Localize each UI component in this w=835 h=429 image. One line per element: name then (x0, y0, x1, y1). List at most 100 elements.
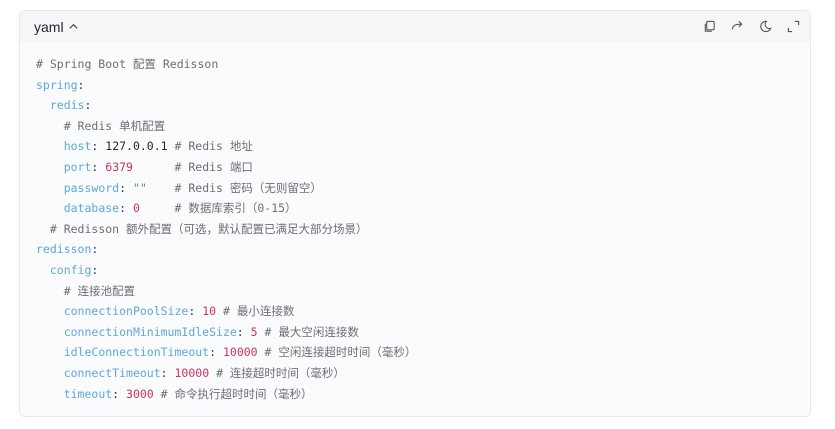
code-comment: # Redis 端口 (174, 159, 253, 174)
code-block-header: yaml (20, 11, 810, 42)
code-punctuation: : (236, 324, 251, 339)
wrap-button[interactable] (730, 20, 744, 34)
code-number: 10 (202, 304, 217, 319)
code-value: 127.0.0.1 (105, 139, 168, 154)
code-line: host: 127.0.0.1 # Redis 地址 (36, 136, 810, 157)
code-indent (36, 181, 64, 195)
code-key: timeout (63, 386, 113, 401)
code-comment: # Redisson 额外配置（可选，默认配置已满足大部分场景） (49, 221, 368, 236)
code-key: password (63, 180, 120, 195)
code-punctuation (168, 139, 175, 153)
code-key: spring (36, 77, 78, 92)
code-key: config (49, 262, 92, 277)
code-number: 3000 (126, 386, 154, 401)
code-key: host (63, 139, 92, 154)
code-punctuation: : (119, 180, 133, 195)
code-comment: # 最小连接数 (222, 304, 295, 319)
code-indent (36, 345, 64, 359)
code-number: 10000 (222, 345, 258, 360)
code-punctuation: : (160, 365, 175, 380)
code-number: 5 (250, 324, 258, 339)
code-indent (36, 98, 50, 112)
code-block: yaml (19, 10, 811, 417)
code-line: idleConnectionTimeout: 10000 # 空闲连接超时时间（… (36, 342, 810, 363)
code-comment: # 最大空闲连接数 (264, 324, 359, 339)
code-indent (36, 284, 64, 298)
code-punctuation (258, 325, 265, 339)
code-line: port: 6379 # Redis 端口 (36, 157, 810, 178)
code-comment: # Redis 密码（无则留空） (174, 180, 322, 195)
wrap-icon (731, 20, 742, 30)
code-punctuation (216, 304, 223, 318)
code-indent (36, 119, 64, 133)
code-line: timeout: 3000 # 命令执行超时时间（毫秒） (36, 384, 810, 405)
code-punctuation: : (91, 242, 99, 257)
code-indent (36, 222, 50, 236)
code-line: spring: (36, 75, 810, 96)
code-line: redisson: (36, 239, 810, 260)
code-comment: # Redis 单机配置 (63, 118, 166, 133)
chevron-up-icon (68, 23, 78, 29)
code-punctuation: : (112, 386, 127, 401)
code-comment: # 空闲连接超时时间（毫秒） (264, 345, 417, 360)
code-comment: # Redis 地址 (174, 139, 253, 154)
moon-icon (759, 20, 772, 33)
code-line: connectionMinimumIdleSize: 5 # 最大空闲连接数 (36, 322, 810, 343)
code-line: connectTimeout: 10000 # 连接超时时间（毫秒） (36, 363, 810, 384)
code-key: redis (49, 98, 85, 113)
code-line: redis: (36, 95, 810, 116)
code-string: "" (132, 180, 147, 195)
code-punctuation (154, 387, 161, 401)
code-key: idleConnectionTimeout (63, 345, 210, 360)
language-label: yaml (34, 18, 64, 35)
copy-icon (704, 20, 715, 32)
code-indent (36, 263, 50, 277)
code-line: # Redis 单机配置 (36, 116, 810, 137)
code-line: config: (36, 260, 810, 281)
code-line: database: 0 # 数据库索引（0-15） (36, 198, 810, 219)
code-indent (36, 325, 64, 339)
code-line: password: "" # Redis 密码（无则留空） (36, 178, 810, 199)
code-line: # 连接池配置 (36, 281, 810, 302)
code-indent (36, 139, 64, 153)
code-comment: # 连接池配置 (63, 283, 136, 298)
code-number: 0 (132, 201, 140, 216)
code-number: 10000 (174, 365, 210, 380)
code-key: connectionMinimumIdleSize (63, 324, 237, 339)
code-comment: # 命令执行超时时间（毫秒） (160, 386, 313, 401)
theme-button[interactable] (758, 20, 772, 34)
code-punctuation (133, 160, 175, 174)
code-punctuation: : (119, 201, 133, 216)
code-key: database (63, 201, 120, 216)
expand-icon (787, 20, 799, 33)
code-number: 6379 (105, 159, 133, 174)
code-key: connectionPoolSize (63, 304, 189, 319)
code-key: port (63, 159, 92, 174)
code-punctuation: : (91, 159, 106, 174)
expand-button[interactable] (786, 20, 800, 34)
code-line: # Spring Boot 配置 Redisson (36, 54, 810, 75)
code-punctuation (140, 201, 175, 215)
code-punctuation (258, 345, 265, 359)
code-key: redisson (36, 242, 92, 257)
code-toolbar (702, 20, 800, 34)
code-comment: # Spring Boot 配置 Redisson (36, 57, 219, 71)
code-punctuation: : (188, 304, 203, 319)
code-comment: # 数据库索引（0-15） (174, 201, 297, 216)
code-line: # Redisson 额外配置（可选，默认配置已满足大部分场景） (36, 219, 810, 240)
code-punctuation: : (91, 262, 99, 277)
copy-button[interactable] (702, 20, 716, 34)
code-punctuation: : (84, 98, 92, 113)
code-punctuation (147, 181, 175, 195)
code-line: connectionPoolSize: 10 # 最小连接数 (36, 301, 810, 322)
code-punctuation: : (91, 139, 106, 154)
code-indent (36, 387, 64, 401)
code-punctuation: : (77, 77, 85, 92)
code-key: connectTimeout (63, 365, 161, 380)
code-punctuation: : (209, 345, 223, 360)
code-comment: # 连接超时时间（毫秒） (216, 365, 345, 380)
language-toggle[interactable]: yaml (34, 19, 79, 35)
code-indent (36, 160, 64, 174)
code-indent (36, 366, 64, 380)
